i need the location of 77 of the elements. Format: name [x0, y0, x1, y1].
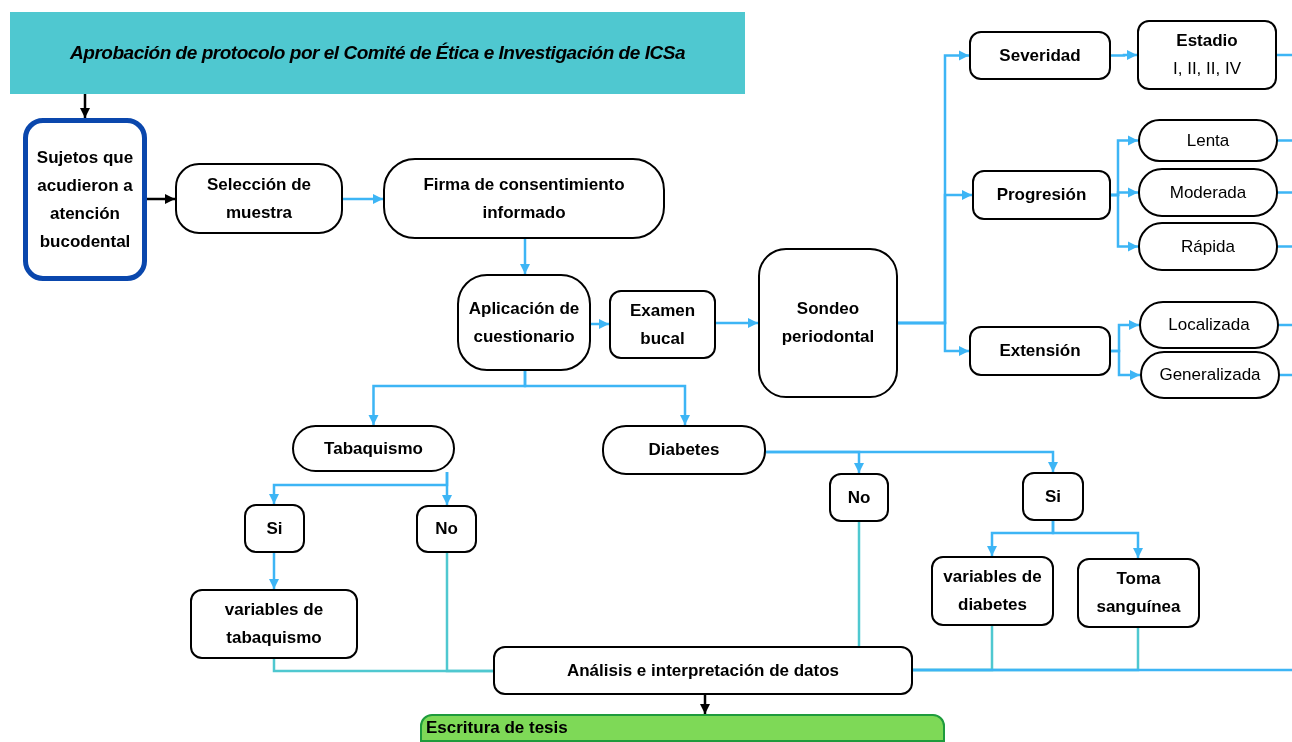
box-label: Aplicación de cuestionario — [467, 297, 581, 348]
category-box — [972, 170, 1111, 220]
box-label: Moderada — [1169, 181, 1247, 204]
box-label: Sujetos que acudieron a atención bucodental — [35, 146, 135, 253]
topic-pill — [292, 425, 455, 472]
category-box — [969, 326, 1111, 376]
arrow — [523, 371, 690, 425]
process-pill — [457, 274, 591, 371]
arrow — [1111, 349, 1140, 380]
arrow — [80, 94, 90, 118]
answer-box — [244, 504, 305, 553]
box-label: Severidad — [999, 44, 1081, 67]
arrow — [442, 472, 452, 505]
box-label: I, II, II, IV — [1173, 58, 1241, 80]
box-label: variables de tabaquismo — [223, 599, 325, 649]
box-label: Tabaquismo — [324, 437, 423, 460]
process-pill — [383, 158, 665, 239]
arrow — [343, 194, 383, 204]
box-label: Rápida — [1181, 235, 1235, 258]
box-label: Lenta — [1186, 129, 1230, 152]
option-pill — [1138, 119, 1278, 162]
process-box — [493, 646, 913, 695]
box-label: Si — [266, 517, 283, 540]
box-label: Progresión — [996, 184, 1087, 206]
arrow — [716, 318, 758, 328]
box-label: Estadio — [1176, 30, 1238, 52]
category-box — [969, 31, 1111, 80]
arrow — [1111, 193, 1138, 252]
option-pill — [1138, 168, 1278, 217]
answer-box — [829, 473, 889, 522]
header-banner — [10, 12, 745, 94]
connector-line — [445, 553, 493, 673]
arrow — [1051, 521, 1143, 558]
arrow — [766, 450, 1058, 472]
arrow — [520, 239, 530, 274]
process-box — [931, 556, 1054, 626]
process-box — [190, 589, 358, 659]
option-pill — [1140, 351, 1280, 399]
box-label: Selección de muestra — [206, 173, 312, 224]
arrow — [700, 695, 710, 714]
box-label: No — [847, 486, 871, 509]
box-label: Examen bucal — [628, 299, 697, 350]
connector-line — [857, 522, 861, 646]
connector-line — [1278, 139, 1292, 142]
answer-box — [1022, 472, 1084, 521]
box-label: Análisis e interpretación de datos — [566, 659, 840, 682]
box-label: Toma sanguínea — [1095, 568, 1182, 618]
arrow — [147, 194, 175, 204]
start-box — [23, 118, 147, 281]
box-label: Generalizada — [1159, 364, 1261, 386]
arrow — [269, 553, 279, 589]
option-pill — [1138, 222, 1278, 271]
connector-line — [913, 668, 1292, 672]
box-label: Diabetes — [648, 439, 720, 461]
box-label: No — [435, 518, 458, 540]
answer-box — [416, 505, 477, 553]
box-label: Si — [1044, 485, 1062, 508]
box-label: Extensión — [999, 340, 1081, 362]
process-box — [758, 248, 898, 398]
arrow — [1111, 50, 1137, 60]
box-label: Aprobación de protocolo por el Comité de Ética e Investigación de ICSa — [70, 41, 685, 65]
process-box — [609, 290, 716, 359]
option-pill — [1139, 301, 1279, 349]
connector-line — [1278, 191, 1292, 194]
box-label: Localizada — [1168, 314, 1250, 336]
arrow — [591, 319, 609, 329]
process-pill — [175, 163, 343, 234]
box-label: Sondeo periodontal — [780, 298, 876, 348]
box-label: variables de diabetes — [942, 566, 1043, 616]
topic-pill — [602, 425, 766, 475]
process-box — [1077, 558, 1200, 628]
box-label: Firma de consentimiento informado — [422, 173, 626, 224]
end-box — [420, 714, 945, 742]
box-label: Escritura de tesis — [426, 717, 568, 739]
arrow — [898, 321, 969, 356]
stage-box — [1137, 20, 1277, 90]
connector-line — [1278, 245, 1292, 248]
